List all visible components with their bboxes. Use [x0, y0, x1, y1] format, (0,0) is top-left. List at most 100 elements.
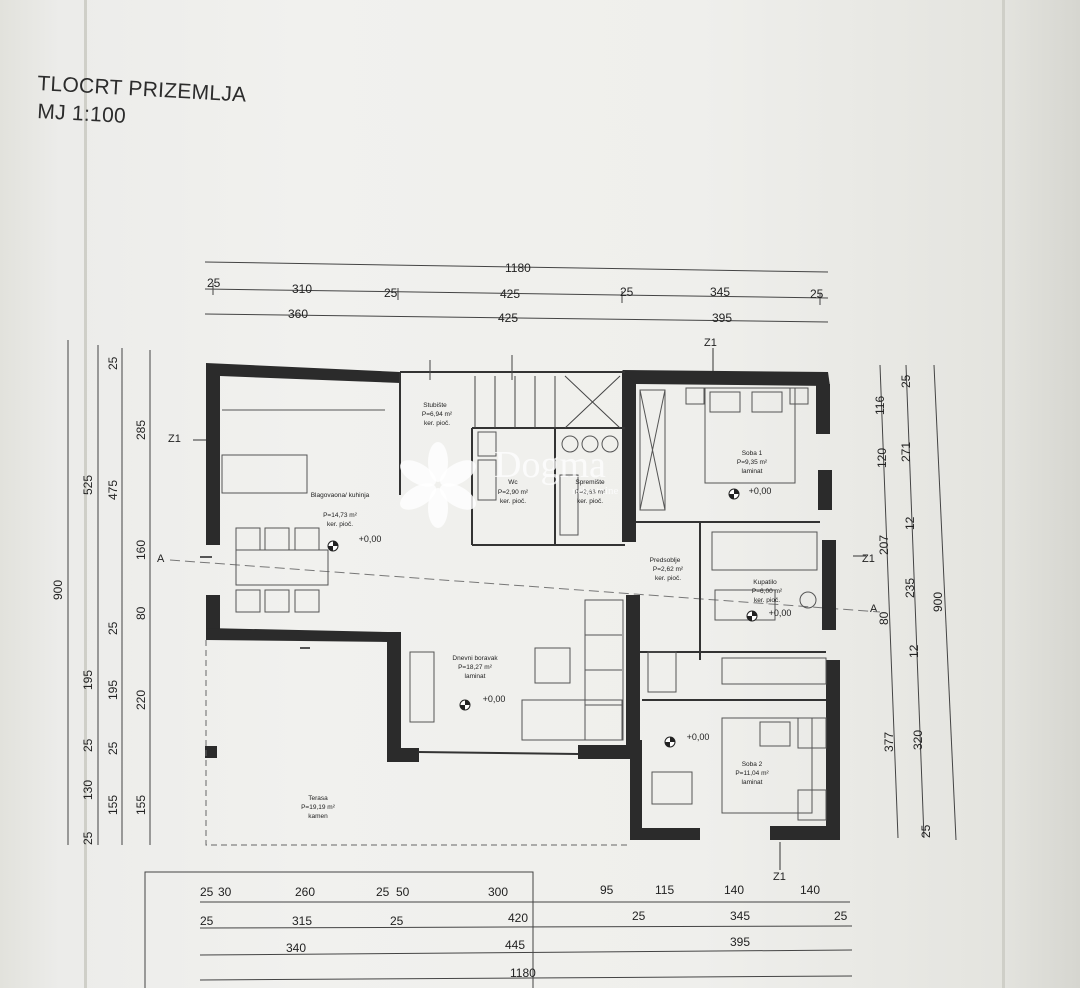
dim-right-c1-3: 12 [903, 516, 917, 530]
room-floor: ker. pioč. [500, 498, 526, 505]
dim-bot-r1-2: 260 [295, 885, 315, 899]
dim-left-c3-1: 160 [134, 540, 148, 560]
dim-top-r1-6: 25 [810, 287, 824, 301]
room-area: P=6,94 m² [422, 411, 453, 418]
dim-left-c2-3: 195 [106, 680, 120, 700]
dim-left-c3-0: 285 [134, 420, 148, 440]
dim-bot-total: 1180 [510, 966, 536, 980]
z1-marker-left: Z1 [168, 433, 181, 445]
right-dimension-labels: 25 116 120 12 207 235 80 12 377 25 271 3… [873, 374, 945, 838]
left-dimension-lines [67, 340, 151, 845]
dim-bot-r2-6: 25 [834, 909, 848, 923]
staircase [429, 355, 621, 429]
room-level: +0,00 [749, 486, 772, 496]
dim-right-c1-9: 25 [919, 824, 933, 838]
room-level: +0,00 [483, 694, 506, 704]
room-bedroom-1: Soba 1 P=9,35 m² laminat +0,00 [737, 450, 771, 496]
room-level: +0,00 [769, 608, 792, 618]
z1-marker-right: Z1 [862, 553, 875, 565]
dim-bot-r3-0: 340 [286, 941, 306, 955]
dim-top-r1-3: 425 [500, 287, 520, 301]
dim-left-c2-1: 475 [106, 480, 120, 500]
room-name: Spremište [575, 479, 605, 486]
dim-bot-r1-9: 140 [800, 883, 820, 897]
room-living-room: Dnevni boravak P=18,27 m² laminat +0,00 [452, 655, 505, 704]
top-dimension-lines [204, 261, 829, 323]
dim-top-r1-5: 345 [710, 285, 730, 299]
watermark-logo [400, 442, 476, 528]
watermark-brand: Dogma [494, 444, 606, 486]
dim-left-c3-2: 80 [134, 606, 148, 620]
dim-bot-r1-0: 25 [200, 885, 214, 899]
dim-bot-r2-3: 420 [508, 911, 528, 925]
room-area: P=14,73 m² [323, 512, 358, 519]
dim-right-c2-0: 271 [899, 442, 913, 462]
page-fold-right [1002, 0, 1005, 988]
room-area: P=2,62 m² [653, 566, 684, 573]
room-floor: ker. pioč. [655, 575, 681, 582]
dim-right-c1-5: 235 [903, 578, 917, 598]
dim-left-c1-2: 25 [81, 738, 95, 752]
room-hallway: Predsoblje P=2,62 m² ker. pioč. [650, 557, 684, 582]
page-fold-left [84, 0, 87, 988]
room-area: P=2,90 m² [498, 489, 529, 496]
dim-bot-r2-0: 25 [200, 914, 214, 928]
room-area: P=18,27 m² [458, 664, 493, 671]
right-dimension-lines [879, 364, 957, 841]
dim-left-c1-0: 525 [81, 475, 95, 495]
room-floor: laminat [465, 673, 486, 680]
terrace-outline [205, 640, 630, 846]
dim-top-r1-2: 25 [384, 286, 398, 300]
dim-left-c3-4: 155 [134, 795, 148, 815]
dim-top-r1-1: 310 [292, 282, 312, 296]
dim-bot-r1-8: 140 [724, 883, 744, 897]
dim-right-c1-6: 80 [877, 611, 891, 625]
dim-right-c2-1: 320 [911, 730, 925, 750]
room-floor: kamen [308, 813, 328, 820]
watermark-tagline: nekretnine [572, 485, 619, 497]
room-floor: laminat [742, 779, 763, 786]
level-markers [327, 488, 758, 748]
room-floor: ker. pioč. [577, 498, 603, 505]
dim-right-c1-2: 120 [875, 448, 889, 468]
bedroom-living-furniture [300, 387, 827, 821]
dim-bot-r2-1: 315 [292, 914, 312, 928]
z1-labels: Z1 Z1 Z1 Z1 A A [157, 337, 878, 883]
dim-bot-r3-1: 445 [505, 938, 525, 952]
dim-right-c1-8: 377 [882, 732, 896, 752]
room-terrace: Terasa P=19,19 m² kamen [301, 795, 336, 820]
dim-right-c1-1: 116 [873, 396, 887, 415]
dim-bot-r2-4: 25 [632, 909, 646, 923]
room-name: Soba 2 [742, 761, 763, 768]
wc-storage-fixtures [477, 431, 619, 536]
room-floor: ker. pioč. [754, 597, 780, 604]
dim-bot-r2-2: 25 [390, 914, 404, 928]
room-level: +0,00 [687, 732, 710, 742]
top-dimension-labels: 1180 25 310 25 425 25 345 25 360 425 395 [207, 261, 824, 325]
dim-left-c3-3: 220 [134, 690, 148, 710]
dim-top-r1-4: 25 [620, 285, 634, 299]
room-floor: laminat [742, 468, 763, 475]
dim-left-total: 900 [51, 580, 65, 600]
section-a-left: A [157, 553, 165, 565]
room-name: Dnevni boravak [452, 655, 498, 662]
left-dimension-labels: 900 525 195 25 130 25 25 475 25 195 25 1… [51, 356, 148, 845]
room-name: Kupatilo [753, 579, 777, 586]
room-name: Stubište [423, 402, 447, 409]
room-level: +0,00 [359, 534, 382, 544]
dim-top-r2-0: 360 [288, 307, 308, 321]
room-area: P=11,04 m² [735, 770, 769, 777]
dim-bot-r1-7: 115 [655, 883, 674, 897]
dim-top-r1-0: 25 [207, 276, 221, 290]
exterior-walls [205, 363, 840, 840]
section-a-right: A [870, 603, 878, 615]
room-floor: ker. pioč. [424, 420, 450, 427]
dim-bot-r1-6: 95 [600, 883, 614, 897]
room-storage: Spremište P=2,63 m² ker. pioč. [575, 479, 606, 505]
room-area: P=2,63 m² [575, 489, 606, 496]
dim-top-r2-1: 425 [498, 311, 518, 325]
dim-right-total: 900 [931, 592, 945, 612]
